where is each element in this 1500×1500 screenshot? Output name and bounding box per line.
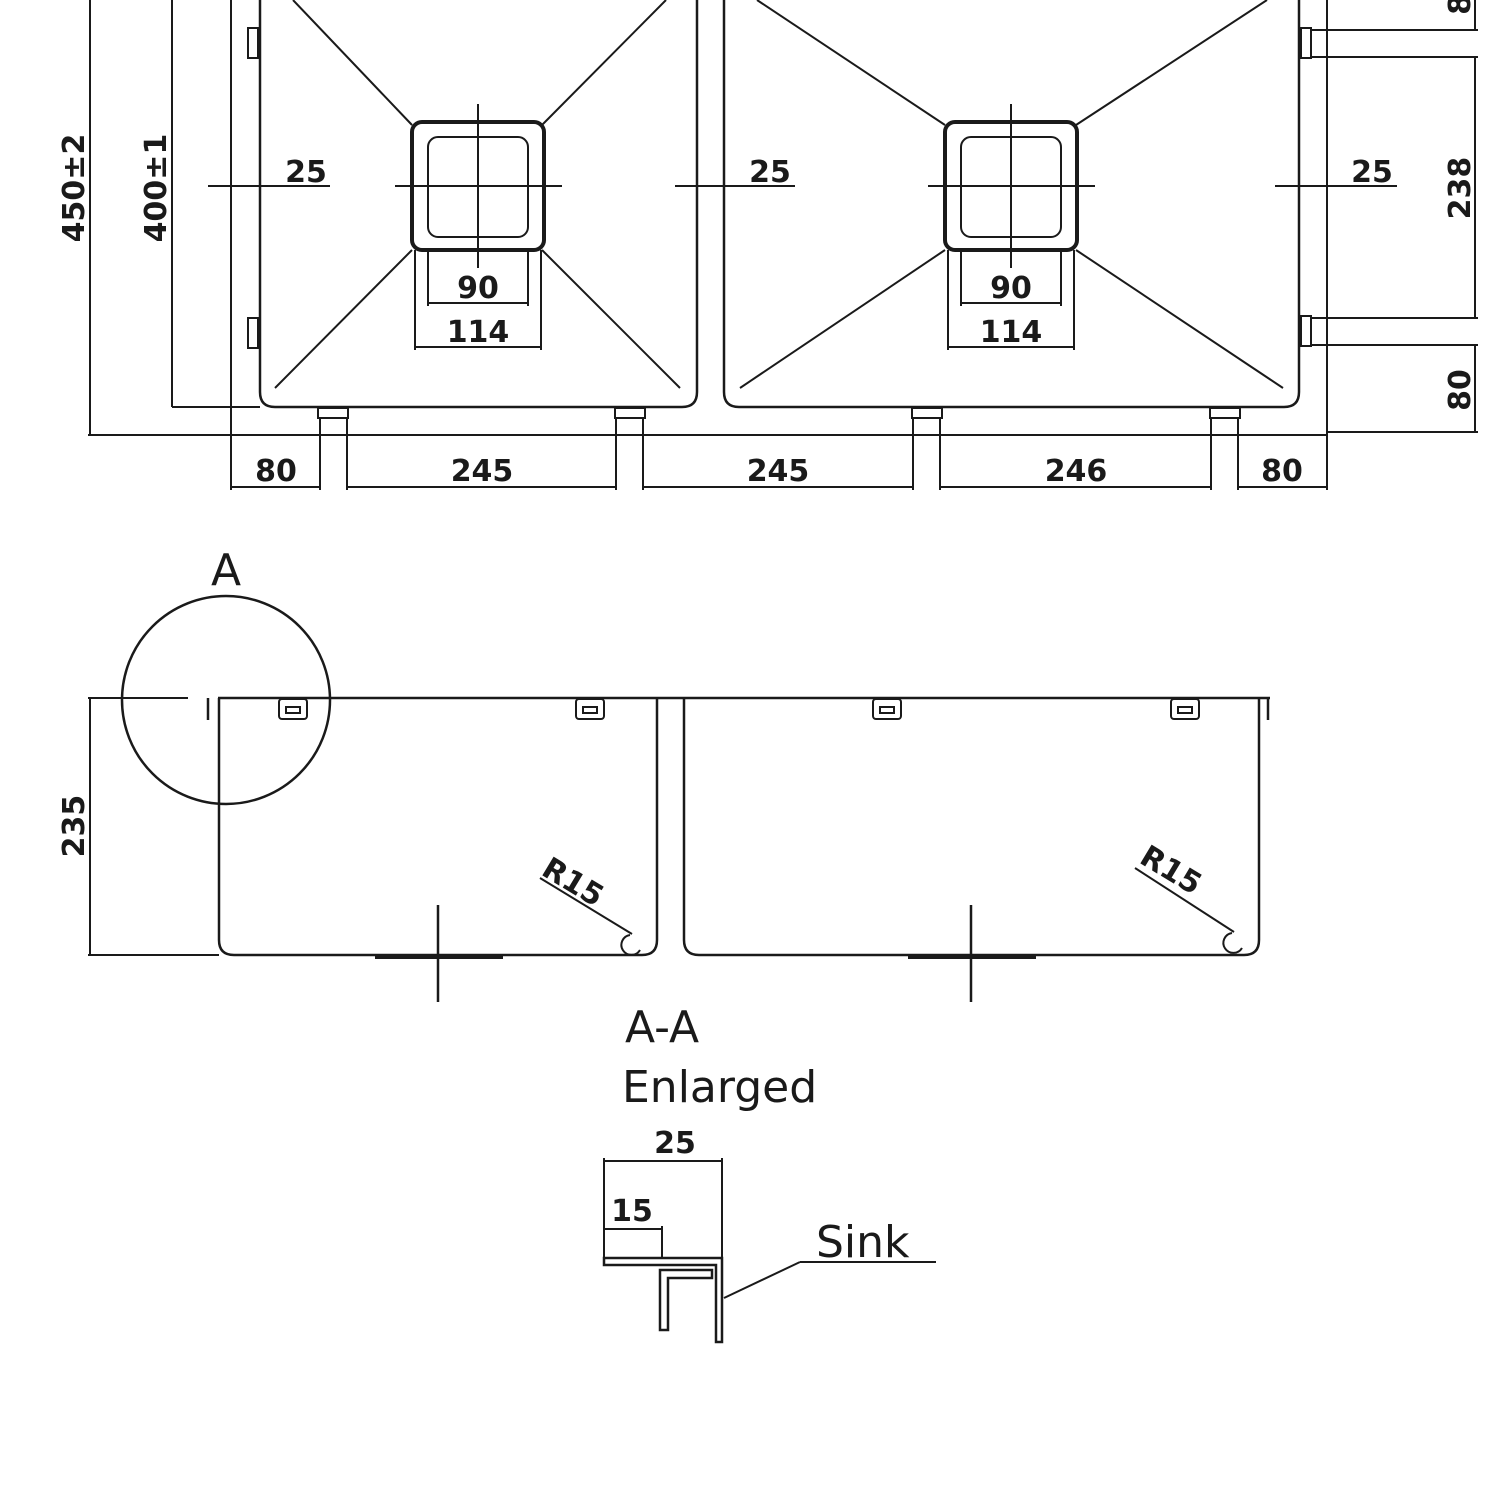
left-bowl-slope-lines [274, 0, 681, 389]
detail-view: A-A Enlarged 25 15 Sink [602, 1002, 936, 1344]
detail-marker-circle [120, 594, 332, 806]
dim-drain-outer-left: 114 [447, 315, 510, 350]
dim-bottom-1: 80 [255, 454, 297, 489]
dim-drain-inner-right: 90 [990, 271, 1032, 306]
dim-flange-left: 25 [285, 155, 327, 190]
dim-flange-right: 25 [1351, 155, 1393, 190]
right-drain [928, 104, 1095, 268]
dim-flange-middle: 25 [749, 155, 791, 190]
dim-detail-outer: 25 [654, 1126, 696, 1161]
dim-overall-height: 450±2 [57, 134, 92, 243]
dim-bottom-4: 246 [1045, 454, 1108, 489]
section-clips [278, 698, 1200, 720]
dim-clip-spacing-right: 238 [1443, 157, 1478, 220]
left-vertical-dimension-lines [88, 0, 1328, 490]
detail-marker-label: A [211, 545, 241, 596]
dim-clip-offset-right-bottom: 80 [1443, 369, 1478, 411]
dim-bottom-3: 245 [747, 454, 810, 489]
drain-width-dimension-lines [414, 250, 1075, 350]
bottom-dimension-chain [231, 418, 1327, 490]
dim-depth: 235 [57, 795, 92, 858]
left-side-clips [247, 27, 259, 349]
dim-clip-offset-right-top: 80 [1443, 0, 1478, 15]
left-drain [395, 104, 562, 268]
left-bowl-outline [258, 0, 699, 409]
dim-bowl-height: 400±1 [139, 134, 174, 243]
right-bowl-slope-lines [739, 0, 1284, 389]
bottom-clips [317, 407, 1241, 419]
detail-title-line1: A-A [625, 1002, 699, 1053]
dim-radius-left: R15 [536, 851, 610, 914]
top-view: 450±2 400±1 25 25 25 90 114 90 114 238 8… [57, 0, 1478, 490]
section-view: A 235 [57, 545, 1270, 1002]
detail-title-line2: Enlarged [622, 1062, 817, 1113]
dim-bottom-5: 80 [1261, 454, 1303, 489]
dim-detail-inner: 15 [611, 1194, 653, 1229]
flange-profile [602, 1256, 724, 1344]
right-vertical-dimension-lines [1311, 0, 1478, 433]
dim-drain-outer-right: 114 [980, 315, 1043, 350]
sink-label: Sink [816, 1217, 910, 1268]
dim-drain-inner-left: 90 [457, 271, 499, 306]
dim-bottom-2: 245 [451, 454, 514, 489]
dim-radius-right: R15 [1134, 839, 1208, 902]
right-bowl-outline [722, 0, 1301, 409]
right-side-clips [1300, 27, 1312, 347]
